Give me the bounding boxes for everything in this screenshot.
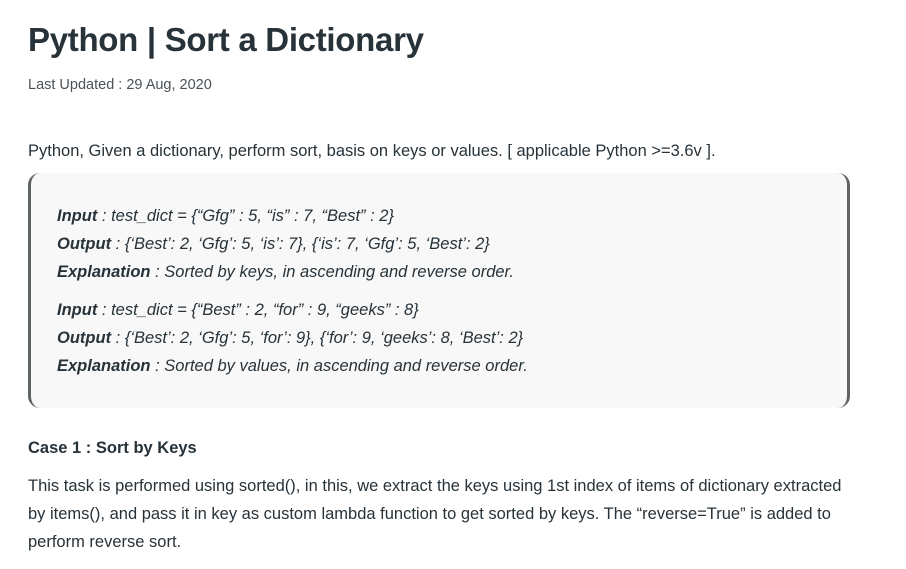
input-text: : test_dict = {“Best” : 2, “for” : 9, “g… xyxy=(97,301,419,319)
output-text: : {‘Best’: 2, ‘Gfg’: 5, ‘is’: 7}, {‘is’:… xyxy=(111,235,490,253)
example-explanation-line: Explanation : Sorted by values, in ascen… xyxy=(57,352,847,380)
output-text: : {‘Best’: 2, ‘Gfg’: 5, ‘for’: 9}, {‘for… xyxy=(111,329,524,347)
explanation-text: : Sorted by values, in ascending and rev… xyxy=(150,357,528,375)
last-updated: Last Updated : 29 Aug, 2020 xyxy=(28,77,212,93)
example-output-line: Output : {‘Best’: 2, ‘Gfg’: 5, ‘is’: 7},… xyxy=(57,230,847,258)
page-title: Python | Sort a Dictionary xyxy=(28,21,424,58)
explanation-label: Explanation xyxy=(57,263,151,281)
output-label: Output xyxy=(57,329,112,347)
explanation-label: Explanation xyxy=(57,357,151,375)
input-label: Input xyxy=(57,301,98,319)
example-explanation-line: Explanation : Sorted by keys, in ascendi… xyxy=(57,258,847,286)
example-1: Input : test_dict = {“Gfg” : 5, “is” : 7… xyxy=(57,202,847,286)
case-1-body: This task is performed using sorted(), i… xyxy=(28,477,842,551)
example-input-line: Input : test_dict = {“Gfg” : 5, “is” : 7… xyxy=(57,202,847,230)
example-input-line: Input : test_dict = {“Best” : 2, “for” :… xyxy=(57,296,847,324)
explanation-text: : Sorted by keys, in ascending and rever… xyxy=(150,263,515,281)
example-output-line: Output : {‘Best’: 2, ‘Gfg’: 5, ‘for’: 9}… xyxy=(57,324,847,352)
example-box: Input : test_dict = {“Gfg” : 5, “is” : 7… xyxy=(28,173,850,408)
input-label: Input xyxy=(57,207,98,225)
intro-paragraph: Python, Given a dictionary, perform sort… xyxy=(28,142,716,160)
output-label: Output xyxy=(57,235,112,253)
case-1-heading: Case 1 : Sort by Keys xyxy=(28,439,197,457)
input-text: : test_dict = {“Gfg” : 5, “is” : 7, “Bes… xyxy=(97,207,394,225)
example-2: Input : test_dict = {“Best” : 2, “for” :… xyxy=(57,296,847,380)
